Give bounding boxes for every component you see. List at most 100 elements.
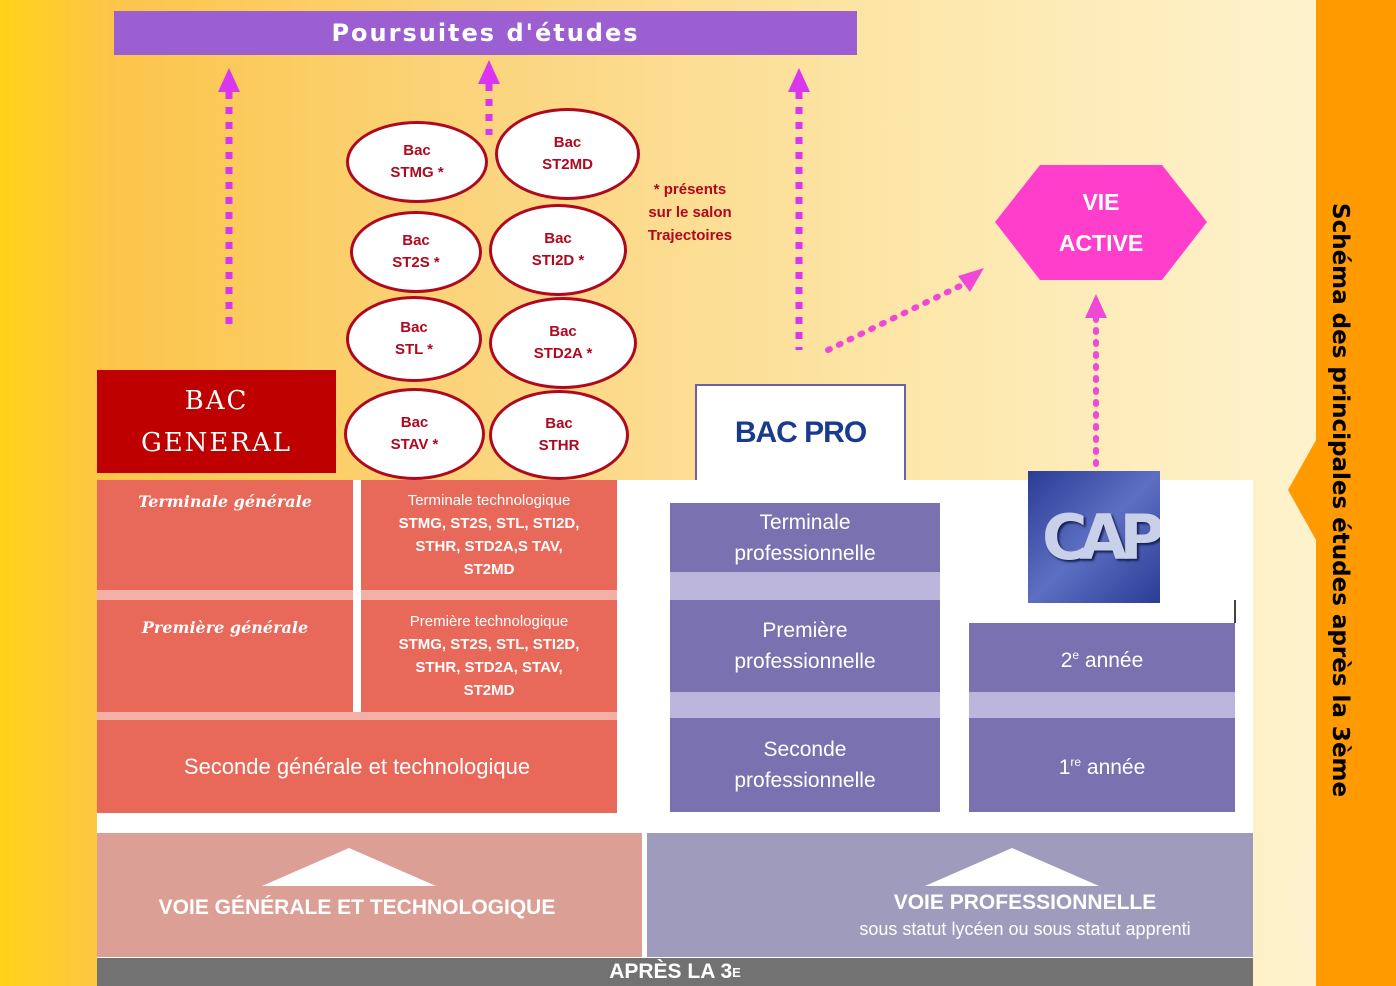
oval-line2: ST2S * [392,254,440,271]
premiere-techno-line4: ST2MD [463,682,515,699]
title-bar: Poursuites d'études [114,11,857,55]
terminale-generale-box: Terminale générale [97,480,353,590]
salon-note: * présents sur le salon Trajectoires [640,178,740,247]
cap-year1-sup: re [1070,755,1082,769]
side-title-text: Schéma des principales études après la 3… [1327,202,1353,798]
seconde-pro-line1: Seconde [763,738,847,761]
premiere-pro-line1: Première [762,619,848,642]
oval-line1: Bac [400,319,428,336]
oval-line2: STAV * [390,436,439,453]
voie-generale-label: VOIE GÉNÉRALE ET TECHNOLOGIQUE [158,896,556,919]
terminale-pro-line2: professionnelle [734,541,876,565]
seconde-gt-box: Seconde générale et technologique [97,720,617,813]
cap-year2-text: année [1079,648,1144,672]
premiere-techno-line2: STMG, ST2S, STL, STI2D, [398,636,580,653]
voie-generale-chevron [262,848,436,886]
bac-pro-box: BAC PRO [695,384,906,482]
seconde-pro-box: Seconde professionnelle [670,718,940,812]
bac-general-line1: BAC [184,385,249,416]
terminale-techno-box: Terminale technologique STMG, ST2S, STL,… [361,480,617,590]
voie-pro-line1: VOIE PROFESSIONNELLE [893,891,1157,914]
note-line1: * présents [653,181,727,198]
oval-line1: Bac [544,230,572,247]
premiere-techno-line3: STHR, STD2A, STAV, [415,659,563,676]
voie-pro-line2: sous statut lycéen ou sous statut appren… [859,919,1191,939]
separator [97,590,353,600]
side-band-shape [1288,0,1396,986]
bac-general-box: BAC GENERAL [97,370,336,473]
oval-line2: STHR [538,437,580,454]
cap-year2-box: 2e année [969,623,1235,692]
cap-year1-text: année [1081,756,1146,779]
seconde-gt-label: Seconde générale et technologique [183,753,531,779]
oval-line2: STMG * [390,164,444,181]
terminale-pro-box: Terminale professionnelle [670,503,940,572]
separator [670,692,940,718]
premiere-generale-label: Première générale [141,618,309,637]
oval-line2: ST2MD [542,156,593,173]
cap-logo: CAP [1028,471,1160,603]
separator [97,712,617,720]
premiere-techno-line1: Première technologique [409,613,569,630]
voie-pro-chevron [925,848,1099,886]
apres-text: APRÈS LA 3 [609,960,733,983]
side-band [1288,0,1396,986]
oval-line1: Bac [553,134,582,151]
voie-pro-band [647,833,1253,957]
voie-generale-band [97,833,642,957]
premiere-pro-box: Première professionnelle [670,600,940,692]
voie-pro-label: VOIE PROFESSIONNELLE sous statut lycéen … [790,891,1260,940]
terminale-pro-line1: Terminale [759,510,851,534]
cap-logo-text: CAP [1042,501,1160,574]
premiere-pro-line2: professionnelle [734,650,876,673]
separator [361,590,617,600]
vie-active-label: VIE ACTIVE [995,165,1207,280]
note-line3: Trajectoires [647,227,733,244]
terminale-techno-line1: Terminale technologique [407,492,571,509]
cap-year2-num: 2 [1060,648,1073,672]
cap-edge-line [1234,600,1236,623]
side-title: Schéma des principales études après la 3… [1305,120,1375,880]
oval-line1: Bac [402,232,430,249]
bac-general-line2: GENERAL [140,427,293,458]
apres-sup: E [732,964,741,980]
seconde-pro-line2: professionnelle [734,769,876,792]
oval-line1: Bac [400,414,429,431]
oval-line2: STL * [394,341,434,358]
arrow-cap-vie-head [1085,294,1107,318]
oval-line1: Bac [549,323,577,340]
oval-line2: STI2D * [531,252,585,269]
vie-active-line1: VIE [1082,188,1120,215]
vie-active-hexagon [995,165,1207,280]
terminale-techno-line4: ST2MD [463,561,515,578]
premiere-techno-box: Première technologique STMG, ST2S, STL, … [361,600,617,712]
terminale-techno-line2: STMG, ST2S, STL, STI2D, [398,515,580,532]
arrow-general-head [218,68,240,92]
note-line2: sur le salon [648,204,732,221]
separator [969,692,1235,718]
terminale-generale-label: Terminale générale [138,492,312,511]
oval-line1: Bac [545,415,573,432]
arrow-vie-active-diag-head [958,268,984,292]
cap-year1-num: 1 [1058,756,1071,779]
premiere-generale-box: Première générale [97,600,353,712]
vie-active-line2: ACTIVE [1058,229,1144,256]
oval-line1: Bac [403,142,431,159]
separator [670,572,940,600]
arrow-techno-head [478,60,500,84]
terminale-techno-line3: STHR, STD2A,S TAV, [415,538,563,555]
cap-year2-sup: e [1072,647,1080,662]
arrow-pro-head [788,68,810,92]
oval-line2: STD2A * [533,345,593,362]
arrow-vie-active-diag-line [825,282,965,353]
cap-year1-box: 1re année [969,718,1235,812]
